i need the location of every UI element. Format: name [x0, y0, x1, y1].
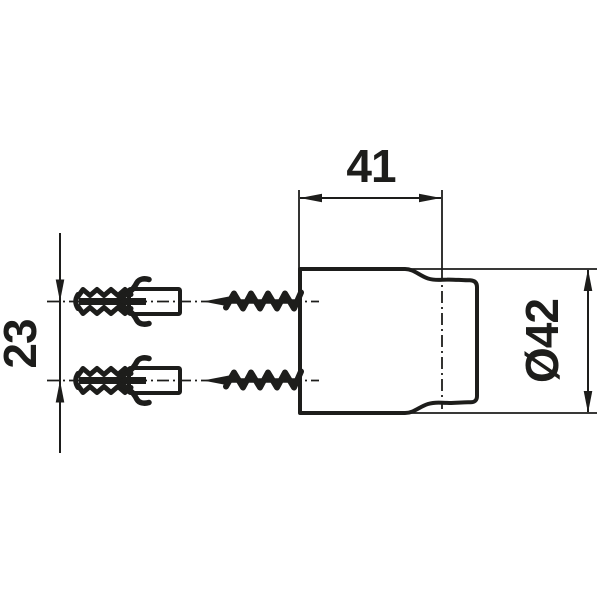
- arrowhead-left-icon: [300, 193, 322, 203]
- arrowhead-up-icon: [55, 380, 65, 403]
- dimension-spacing: 23: [0, 233, 65, 453]
- arrowhead-right-icon: [419, 193, 441, 203]
- screw-bottom-icon: [203, 372, 301, 388]
- dimension-width: 41: [298, 140, 443, 269]
- dimension-diameter-label: Ø42: [516, 299, 568, 383]
- mounting-body-outline: [298, 267, 479, 415]
- arrowhead-up-icon: [583, 269, 593, 291]
- arrowhead-down-icon: [583, 391, 593, 413]
- arrowhead-down-icon: [55, 279, 65, 302]
- dimension-width-label: 41: [346, 140, 396, 192]
- dimension-spacing-label: 23: [0, 319, 46, 368]
- screw-top-icon: [203, 293, 301, 309]
- dimension-diameter: Ø42: [402, 268, 597, 414]
